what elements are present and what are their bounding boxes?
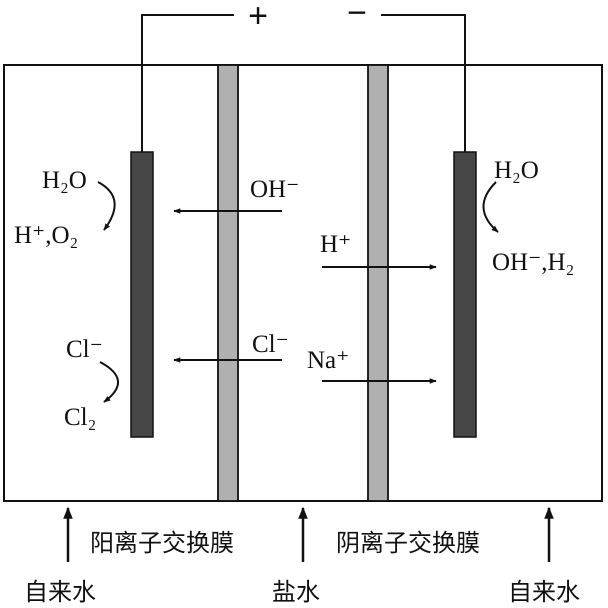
hydrogen-ion-label: H⁺ — [320, 231, 351, 258]
middle-inlet-label: 盐水 — [272, 578, 320, 606]
anion-membrane-label: 阴离子交换膜 — [336, 529, 480, 557]
negative-terminal: − — [347, 0, 367, 32]
chloride-ion-label: Cl⁻ — [252, 331, 289, 358]
right-inlet-label: 自来水 — [508, 578, 580, 606]
cathode-products-oh-h2: OH⁻,H₂ — [492, 249, 574, 276]
anode-chloride-curved-arrow — [99, 361, 119, 403]
sodium-ion-label: Na⁺ — [307, 347, 349, 374]
left-inlet-label: 自来水 — [24, 578, 96, 606]
cation-exchange-membrane — [217, 64, 239, 502]
anode-products-h-o2: H⁺,O₂ — [14, 222, 78, 249]
anode-electrode — [130, 151, 154, 438]
positive-terminal: + — [248, 0, 268, 35]
cathode-reactant-water: H₂O — [494, 157, 539, 184]
electrolytic-tank — [3, 64, 603, 502]
cation-membrane-label: 阳离子交换膜 — [90, 529, 234, 557]
anode-water-curved-arrow — [97, 181, 116, 231]
anion-exchange-membrane — [367, 64, 389, 502]
circuit-wire-right — [381, 14, 466, 152]
hydroxide-ion-label: OH⁻ — [250, 176, 299, 203]
anode-reactant-water: H₂O — [42, 167, 87, 194]
anode-reactant-chloride: Cl⁻ — [66, 336, 103, 363]
cathode-water-curved-arrow — [482, 181, 499, 233]
cathode-electrode — [453, 151, 477, 438]
anode-product-chlorine: Cl₂ — [64, 404, 96, 431]
circuit-wire-left — [141, 14, 234, 152]
